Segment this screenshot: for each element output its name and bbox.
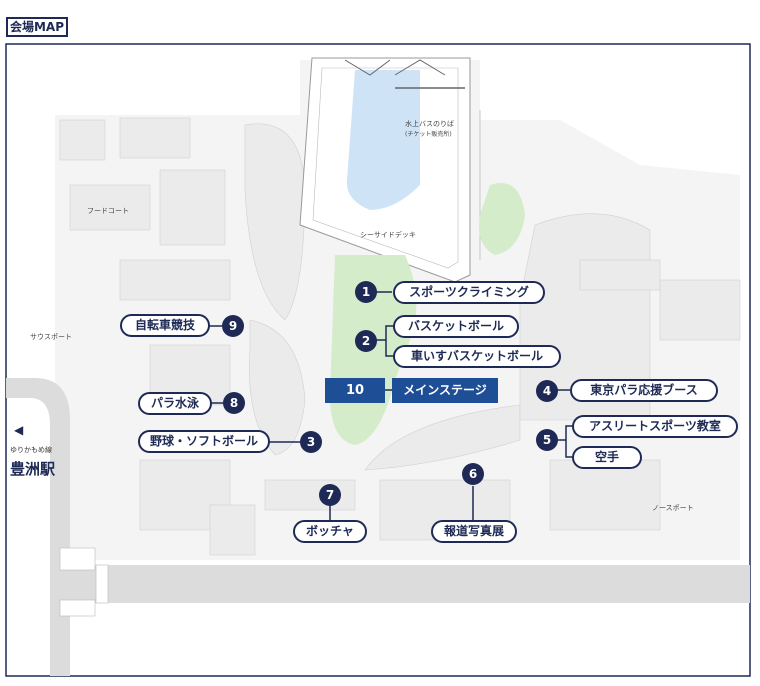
spot-sport-climbing[interactable]: スポーツクライミング xyxy=(393,281,545,304)
spot-number-badge: 9 xyxy=(222,315,244,337)
spot-number-badge: 7 xyxy=(319,484,341,506)
building xyxy=(659,279,741,341)
spot-cycling[interactable]: 自転車競技 xyxy=(120,314,210,337)
building xyxy=(549,459,661,531)
green-lawn xyxy=(479,183,525,255)
building xyxy=(264,479,356,511)
spot-number-badge: 2 xyxy=(355,330,377,352)
spot-boccia[interactable]: ボッチャ xyxy=(293,520,367,543)
spot-basketball[interactable]: バスケットボール xyxy=(393,315,519,338)
spot-number-badge: 8 xyxy=(223,392,245,414)
building xyxy=(209,504,256,556)
spot-number-badge: 4 xyxy=(536,380,558,402)
water-basin xyxy=(346,70,420,210)
crosswalk-2 xyxy=(59,599,96,617)
building xyxy=(59,119,106,161)
spot-number-badge: 5 xyxy=(536,429,558,451)
spot-baseball-softball[interactable]: 野球・ソフトボール xyxy=(138,430,270,453)
spot-number-badge-main: 10 xyxy=(325,378,385,403)
connector-lines xyxy=(208,291,574,522)
crosswalk-3 xyxy=(95,564,109,604)
north-sport-label: ノースポート xyxy=(652,504,694,512)
building xyxy=(159,169,226,246)
spot-tokyo-para-booth[interactable]: 東京パラ応援ブース xyxy=(570,379,718,402)
spot-athlete-sports-class[interactable]: アスリートスポーツ教室 xyxy=(572,415,738,438)
spot-para-swimming[interactable]: パラ水泳 xyxy=(138,392,212,415)
food-court-label: フードコート xyxy=(87,207,129,215)
bridge-structure xyxy=(344,59,446,76)
spot-wheelchair-basketball[interactable]: 車いすバスケットボール xyxy=(393,345,561,368)
seaside-deck-label: シーサイドデッキ xyxy=(360,231,416,239)
ticket-office-label: (チケット販売所) xyxy=(405,131,452,138)
arrow-left-icon: ◀ xyxy=(14,423,24,437)
south-sport-label: サウスポート xyxy=(30,333,72,341)
spot-number-badge: 1 xyxy=(355,281,377,303)
spot-number-badge: 6 xyxy=(462,463,484,485)
road xyxy=(60,565,750,603)
spot-main-stage[interactable]: メインステージ xyxy=(392,378,498,403)
building xyxy=(244,123,306,321)
building xyxy=(119,117,191,159)
spot-karate[interactable]: 空手 xyxy=(572,446,642,469)
building xyxy=(69,184,151,231)
crosswalk-1 xyxy=(59,547,96,571)
seaside-deck-inner xyxy=(312,67,459,269)
building xyxy=(119,259,231,301)
toyosu-station-label: 豊洲駅 xyxy=(10,460,56,478)
map-title-tag: 会場MAP xyxy=(6,17,68,37)
building xyxy=(579,259,661,291)
spot-press-photo-exhibition[interactable]: 報道写真展 xyxy=(431,520,517,543)
rail-track xyxy=(6,378,70,676)
spot-number-badge: 3 xyxy=(300,431,322,453)
yurikamome-line-label: ゆりかもめ線 xyxy=(10,446,52,454)
water-bus-label: 水上バスのりば xyxy=(405,120,454,128)
